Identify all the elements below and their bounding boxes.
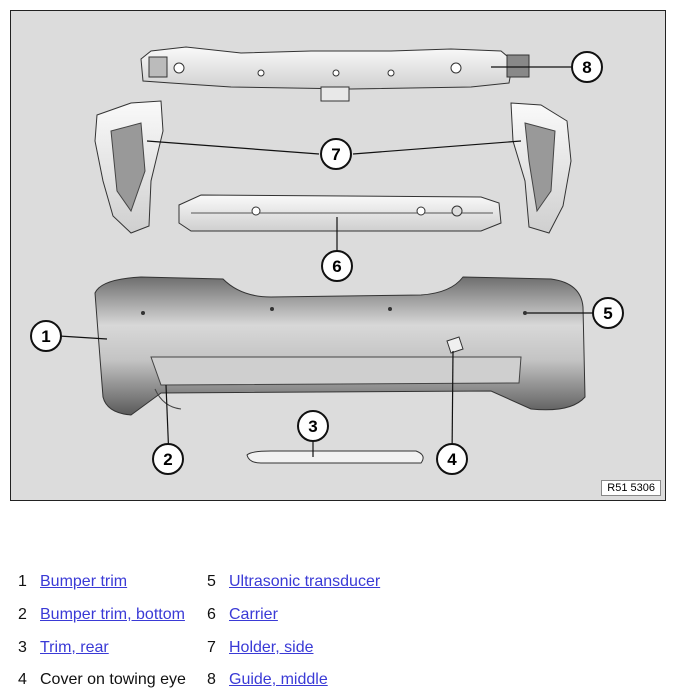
legend-item-number: 6 (207, 606, 216, 624)
towing-eye-cover-part (446, 336, 464, 354)
legend-item-link[interactable]: Carrier (229, 606, 278, 624)
holder-side-left-part (94, 100, 164, 234)
legend-item-link[interactable]: Trim, rear (40, 638, 109, 656)
holder-side-right-part (510, 102, 572, 234)
callout-1: 1 (30, 320, 62, 352)
legend-item-link[interactable]: Bumper trim (40, 573, 128, 591)
callout-8: 8 (571, 51, 603, 83)
legend-item-link[interactable]: Guide, middle (229, 671, 328, 689)
svg-text:5: 5 (603, 304, 612, 323)
parts-illustration: 1 2 3 4 5 6 7 8 (30, 46, 624, 475)
guide-middle-part (140, 46, 530, 102)
callouts: 1 2 3 4 5 6 7 8 (30, 51, 624, 475)
bumper-trim-bottom-part (150, 356, 522, 410)
legend-item-text: Cover on towing eye (40, 671, 186, 689)
legend-item-number: 5 (207, 573, 216, 591)
svg-text:4: 4 (447, 450, 457, 469)
callout-7: 7 (320, 138, 352, 170)
legend-item: Cover on towing eye (40, 664, 207, 697)
legend-item-number: 7 (207, 638, 216, 656)
legend-item-number: 4 (18, 671, 27, 689)
callout-2: 2 (152, 443, 184, 475)
parts-legend: 1 Bumper trim 5 Ultrasonic transducer 2 Bumpe… (18, 566, 396, 697)
svg-text:7: 7 (331, 145, 340, 164)
callout-4: 4 (436, 443, 468, 475)
callout-5: 5 (592, 297, 624, 329)
legend-item-number: 8 (207, 671, 216, 689)
leader-lines (58, 66, 593, 460)
callout-3: 3 (297, 410, 329, 442)
callout-6: 6 (321, 250, 353, 282)
legend-item: Bumper trim (40, 566, 207, 599)
svg-text:1: 1 (41, 327, 50, 346)
trim-rear-part (246, 450, 424, 464)
svg-text:3: 3 (308, 417, 317, 436)
legend-item: Carrier (229, 599, 396, 632)
legend-item-number: 3 (18, 638, 27, 656)
carrier-part (178, 194, 502, 232)
legend-row: 3 Trim, rear 7 Holder, side (18, 631, 396, 664)
legend-item-number: 1 (18, 573, 27, 591)
exploded-parts-diagram: 1 2 3 4 5 6 7 8 R51 5306 (10, 10, 666, 501)
bumper-trim-part (94, 276, 586, 416)
legend-item: Bumper trim, bottom (40, 599, 207, 632)
legend-row: 4 Cover on towing eye 8 Guide, middle (18, 664, 396, 697)
svg-text:2: 2 (163, 450, 172, 469)
svg-text:6: 6 (332, 257, 341, 276)
legend-item: Ultrasonic transducer (229, 566, 396, 599)
legend-item-link[interactable]: Bumper trim, bottom (40, 606, 185, 624)
legend-item-number: 2 (18, 606, 27, 624)
legend-item-link[interactable]: Ultrasonic transducer (229, 573, 381, 591)
legend-row: 2 Bumper trim, bottom 6 Carrier (18, 599, 396, 632)
svg-text:8: 8 (582, 58, 591, 77)
legend-row: 1 Bumper trim 5 Ultrasonic transducer (18, 566, 396, 599)
legend-item: Holder, side (229, 631, 396, 664)
legend-item-link[interactable]: Holder, side (229, 638, 314, 656)
figure-code-label: R51 5306 (601, 480, 661, 496)
legend-item: Guide, middle (229, 664, 396, 697)
legend-item: Trim, rear (40, 631, 207, 664)
